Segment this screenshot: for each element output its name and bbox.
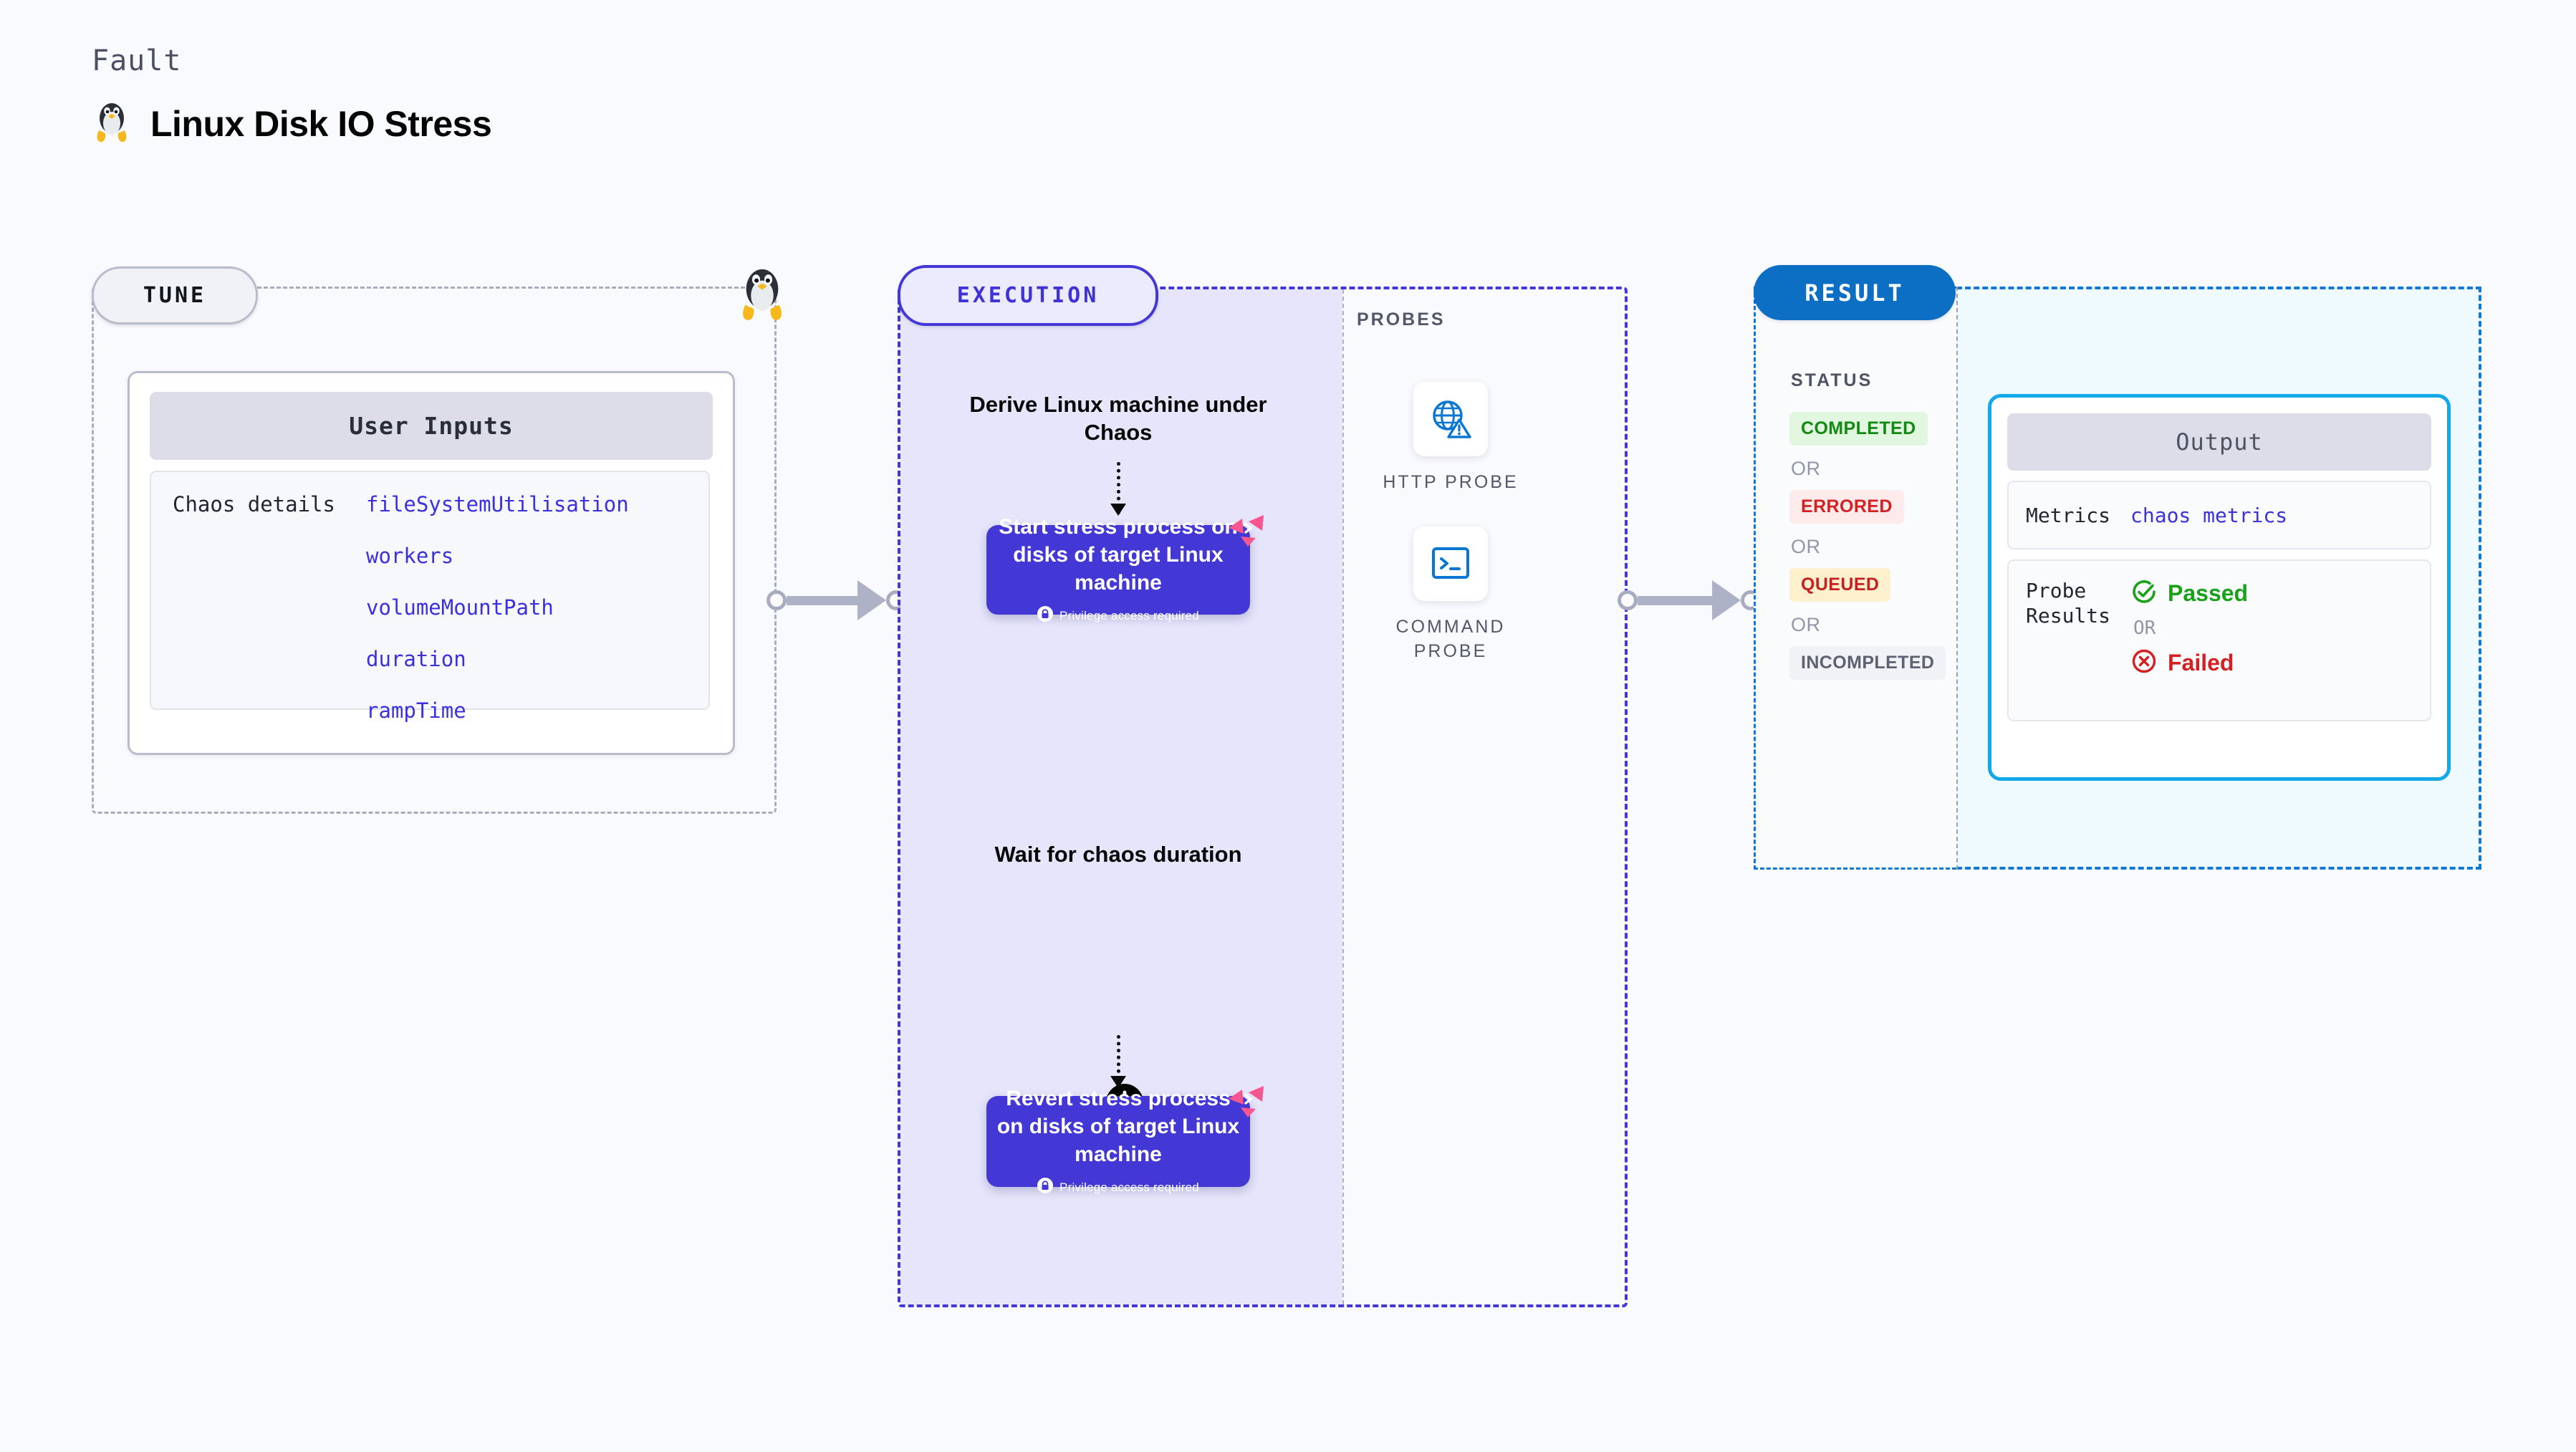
list-item[interactable]: rampTime xyxy=(366,698,466,723)
lock-icon xyxy=(1037,1178,1054,1197)
status-list: COMPLETED OR ERRORED OR QUEUED OR INCOMP… xyxy=(1789,412,1976,680)
output-card: Output Metrics chaos metrics Probe Resul… xyxy=(1988,394,2451,781)
execution-flow: Derive Linux machine under Chaos Start s… xyxy=(898,287,1340,1307)
linux-tux-icon xyxy=(732,264,792,324)
connector-line xyxy=(1638,595,1714,605)
output-heading: Output xyxy=(2007,413,2431,471)
privilege-note: Privilege access required xyxy=(1037,1178,1199,1197)
result-pill-label: RESULT xyxy=(1804,279,1905,307)
probe-caption: COMMAND PROBE xyxy=(1395,617,1506,661)
probe-item-http[interactable]: HTTP PROBE xyxy=(1357,382,1544,495)
flow-step-title: Derive Linux machine under Chaos xyxy=(969,392,1267,446)
probe-result-passed: Passed xyxy=(2130,578,2248,609)
user-inputs-card: User Inputs Chaos details fileSystemUtil… xyxy=(128,371,735,755)
connector-start-dot xyxy=(1618,590,1638,610)
probe-caption: HTTP PROBE xyxy=(1383,472,1519,492)
probe-results-row: Probe Results Passed OR xyxy=(2007,559,2431,721)
status-badge-errored: ERRORED xyxy=(1789,490,1904,524)
flow-arrow-icon xyxy=(1110,462,1126,516)
probe-results-label: Probe Results xyxy=(2026,579,2111,628)
result-pill[interactable]: RESULT xyxy=(1754,265,1956,320)
arrow-head-icon xyxy=(857,580,886,620)
page-title: Linux Disk IO Stress xyxy=(150,103,492,144)
terminal-prompt-icon xyxy=(1413,527,1488,601)
connector-start-dot xyxy=(766,590,787,610)
metrics-value[interactable]: chaos metrics xyxy=(2130,503,2288,527)
privilege-note-label: Privilege access required xyxy=(1059,1180,1199,1194)
execution-pill-label: EXECUTION xyxy=(956,283,1100,308)
tune-panel xyxy=(92,287,777,814)
connector-execution-to-result xyxy=(1618,580,1761,620)
status-or-label: OR xyxy=(1791,458,1821,479)
privilege-note: Privilege access required xyxy=(1037,606,1199,625)
linux-tux-icon xyxy=(92,99,132,148)
action-node-label: Start stress process on disks of target … xyxy=(999,515,1238,595)
probe-result-passed-label: Passed xyxy=(2168,580,2249,606)
check-circle-icon xyxy=(2130,578,2158,609)
lock-icon xyxy=(1037,606,1054,625)
connector-line xyxy=(787,595,859,605)
chaos-details-label: Chaos details xyxy=(173,492,335,516)
metrics-label: Metrics xyxy=(2026,503,2111,527)
probe-results-values: Passed OR Failed xyxy=(2130,578,2248,720)
status-heading: STATUS xyxy=(1791,370,1873,390)
status-badge-incompleted: INCOMPLETED xyxy=(1789,646,1946,680)
status-or-label: OR xyxy=(1791,536,1821,557)
fault-kicker: Fault xyxy=(92,44,182,77)
probe-result-failed: Failed xyxy=(2130,648,2248,678)
execution-pill[interactable]: EXECUTION xyxy=(898,265,1158,326)
chaos-parameter-list: fileSystemUtilisation workers volumeMoun… xyxy=(366,492,629,723)
globe-warning-icon xyxy=(1413,382,1488,456)
connector-tune-to-execution xyxy=(766,580,906,620)
probe-result-failed-label: Failed xyxy=(2168,650,2234,675)
status-or-label: OR xyxy=(1791,614,1821,635)
result-zone-divider xyxy=(1956,287,1958,870)
page-header: Fault Linux Disk IO Stress xyxy=(92,44,492,148)
status-badge-completed: COMPLETED xyxy=(1789,412,1928,446)
litmus-logo-icon xyxy=(1226,509,1267,549)
flow-arrow-icon xyxy=(1110,1035,1126,1088)
flow-step-title: Wait for chaos duration xyxy=(994,842,1242,867)
fault-title-row: Linux Disk IO Stress xyxy=(92,99,492,148)
tune-pill-label: TUNE xyxy=(143,283,207,308)
probes-divider xyxy=(1342,289,1344,1304)
arrow-head-icon xyxy=(1712,580,1741,620)
user-inputs-body: Chaos details fileSystemUtilisation work… xyxy=(150,471,710,723)
probe-item-command[interactable]: COMMAND PROBE xyxy=(1357,527,1544,663)
metrics-row: Metrics chaos metrics xyxy=(2007,481,2431,549)
tune-pill[interactable]: TUNE xyxy=(92,266,258,324)
probes-heading: PROBES xyxy=(1357,309,1446,330)
execution-panel xyxy=(898,287,1628,1307)
action-node-label: Revert stress process on disks of target… xyxy=(996,1087,1240,1166)
list-item[interactable]: workers xyxy=(366,544,454,568)
action-node-revert-stress[interactable]: Revert stress process on disks of target… xyxy=(986,1086,1264,1194)
privilege-note-label: Privilege access required xyxy=(1059,608,1199,622)
x-circle-icon xyxy=(2130,648,2158,678)
probe-result-or-label: OR xyxy=(2133,617,2156,639)
probes-column: PROBES HTTP PROBE COMMAND PROBE xyxy=(1341,287,1628,1307)
list-item[interactable]: volumeMountPath xyxy=(366,595,554,620)
action-node-start-stress[interactable]: Start stress process on disks of target … xyxy=(986,515,1264,622)
list-item[interactable]: fileSystemUtilisation xyxy=(366,492,629,516)
user-inputs-heading: User Inputs xyxy=(150,392,713,460)
litmus-logo-icon xyxy=(1226,1080,1267,1120)
status-badge-queued: QUEUED xyxy=(1789,568,1891,602)
list-item[interactable]: duration xyxy=(366,647,466,671)
